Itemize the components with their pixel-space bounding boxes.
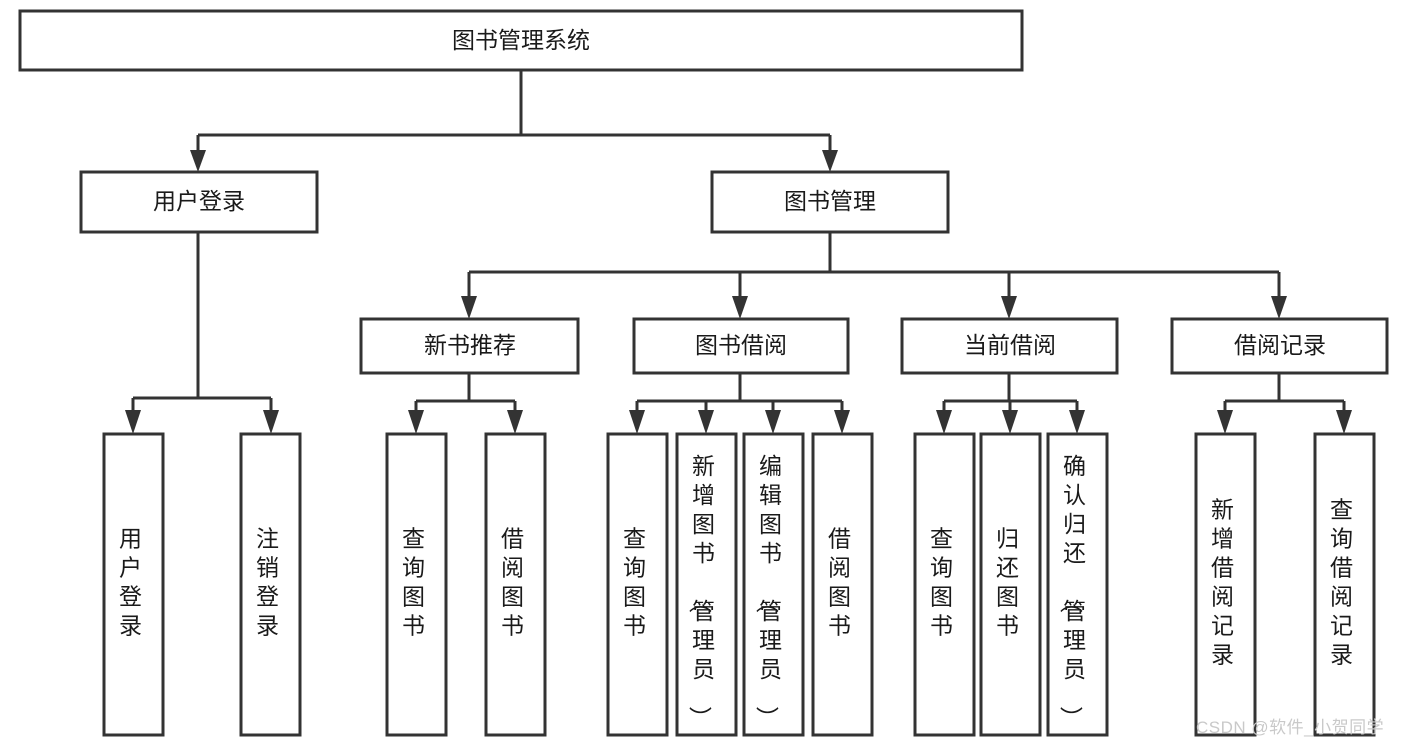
arrow-book-borrow-leaf4-icon xyxy=(834,410,850,434)
arrow-to-current-borrow-icon xyxy=(1001,296,1017,319)
leaf-user-login-2[interactable]: 注销登录 xyxy=(239,432,302,737)
leaf-book-borrow-3[interactable]: 编辑图书（管理员） xyxy=(742,432,805,737)
leaf-current-borrow-1[interactable]: 查询图书 xyxy=(913,432,976,737)
arrow-borrow-record-leaf1-icon xyxy=(1217,410,1233,434)
arrow-user-login-leaf2-icon xyxy=(263,410,279,434)
leaf-box[interactable] xyxy=(1194,432,1257,737)
arrow-user-login-leaf1-icon xyxy=(125,410,141,434)
arrow-to-borrow-record-icon xyxy=(1271,296,1287,319)
arrow-new-book-leaf2-icon xyxy=(507,410,523,434)
leaf-label: 新增借阅记录 xyxy=(1211,497,1239,668)
arrow-book-borrow-leaf1-icon xyxy=(629,410,645,434)
arrow-current-borrow-leaf3-icon xyxy=(1069,410,1085,434)
arrow-to-book-borrow-icon xyxy=(732,296,748,319)
connector-layer xyxy=(125,70,1352,434)
arrow-book-borrow-leaf3-icon xyxy=(765,410,781,434)
arrow-book-borrow-leaf2-icon xyxy=(698,410,714,434)
node-root-book-management-system[interactable]: 图书管理系统 xyxy=(18,9,1024,72)
leaf-box[interactable] xyxy=(239,432,302,737)
book-borrow-label: 图书借阅 xyxy=(695,332,787,358)
node-current-borrow[interactable]: 当前借阅 xyxy=(900,317,1119,375)
leaf-box[interactable] xyxy=(385,432,448,737)
leaf-label: 新增图书（管理员） xyxy=(687,453,720,734)
leaf-box[interactable] xyxy=(913,432,976,737)
leaf-book-borrow-4[interactable]: 借阅图书 xyxy=(811,432,874,737)
current-borrow-label: 当前借阅 xyxy=(964,332,1056,358)
borrow-record-label: 借阅记录 xyxy=(1234,332,1326,358)
book-borrow-box[interactable] xyxy=(632,317,850,375)
new-book-recommend-box[interactable] xyxy=(359,317,580,375)
leaf-box[interactable] xyxy=(606,432,669,737)
leaf-book-borrow-2[interactable]: 新增图书（管理员） xyxy=(675,432,738,737)
leaf-label: 注销登录 xyxy=(256,526,284,639)
leaf-label: 借阅图书 xyxy=(501,526,529,639)
leaf-user-login-1[interactable]: 用户登录 xyxy=(102,432,165,737)
book-management-box[interactable] xyxy=(710,170,950,234)
user-login-box[interactable] xyxy=(79,170,319,234)
leaf-label: 确认归还（管理员） xyxy=(1058,453,1091,734)
node-new-book-recommend[interactable]: 新书推荐 xyxy=(359,317,580,375)
arrow-borrow-record-leaf2-icon xyxy=(1336,410,1352,434)
leaf-box[interactable] xyxy=(1046,432,1109,737)
node-user-login[interactable]: 用户登录 xyxy=(79,170,319,234)
new-book-recommend-label: 新书推荐 xyxy=(424,332,516,358)
root-label: 图书管理系统 xyxy=(452,27,590,53)
leaf-borrow-record-1[interactable]: 新增借阅记录 xyxy=(1194,432,1257,737)
borrow-record-box[interactable] xyxy=(1170,317,1389,375)
current-borrow-box[interactable] xyxy=(900,317,1119,375)
leaf-label: 编辑图书（管理员） xyxy=(754,453,787,734)
leaf-new-book-recommend-2[interactable]: 借阅图书 xyxy=(484,432,547,737)
leaf-label: 归还图书 xyxy=(996,526,1024,639)
user-login-label: 用户登录 xyxy=(153,188,245,214)
leaf-box[interactable] xyxy=(742,432,805,737)
leaf-label: 查询借阅记录 xyxy=(1330,497,1358,668)
arrow-to-book-manage-icon xyxy=(822,150,838,172)
leaf-label: 查询图书 xyxy=(930,526,958,639)
watermark-label: CSDN @软件_小贺同学 xyxy=(1196,718,1384,737)
leaf-box[interactable] xyxy=(979,432,1042,737)
node-book-borrow[interactable]: 图书借阅 xyxy=(632,317,850,375)
leaf-box[interactable] xyxy=(1313,432,1376,737)
leaf-current-borrow-3[interactable]: 确认归还（管理员） xyxy=(1046,432,1109,737)
leaf-label: 查询图书 xyxy=(623,526,651,639)
leaf-book-borrow-1[interactable]: 查询图书 xyxy=(606,432,669,737)
arrow-to-new-book-icon xyxy=(461,296,477,319)
leaf-box[interactable] xyxy=(811,432,874,737)
leaf-new-book-recommend-1[interactable]: 查询图书 xyxy=(385,432,448,737)
node-book-management[interactable]: 图书管理 xyxy=(710,170,950,234)
leaf-label: 借阅图书 xyxy=(828,526,856,639)
leaf-current-borrow-2[interactable]: 归还图书 xyxy=(979,432,1042,737)
leaf-box[interactable] xyxy=(675,432,738,737)
leaf-box[interactable] xyxy=(484,432,547,737)
arrow-current-borrow-leaf2-icon xyxy=(1002,410,1018,434)
arrow-to-user-login-icon xyxy=(190,150,206,172)
leaf-box[interactable] xyxy=(102,432,165,737)
node-borrow-record[interactable]: 借阅记录 xyxy=(1170,317,1389,375)
root-box[interactable] xyxy=(18,9,1024,72)
leaf-borrow-record-2[interactable]: 查询借阅记录 xyxy=(1313,432,1376,737)
arrow-current-borrow-leaf1-icon xyxy=(936,410,952,434)
arrow-new-book-leaf1-icon xyxy=(408,410,424,434)
book-management-label: 图书管理 xyxy=(784,188,876,214)
leaf-label: 查询图书 xyxy=(402,526,430,639)
leaf-label: 用户登录 xyxy=(119,526,147,639)
